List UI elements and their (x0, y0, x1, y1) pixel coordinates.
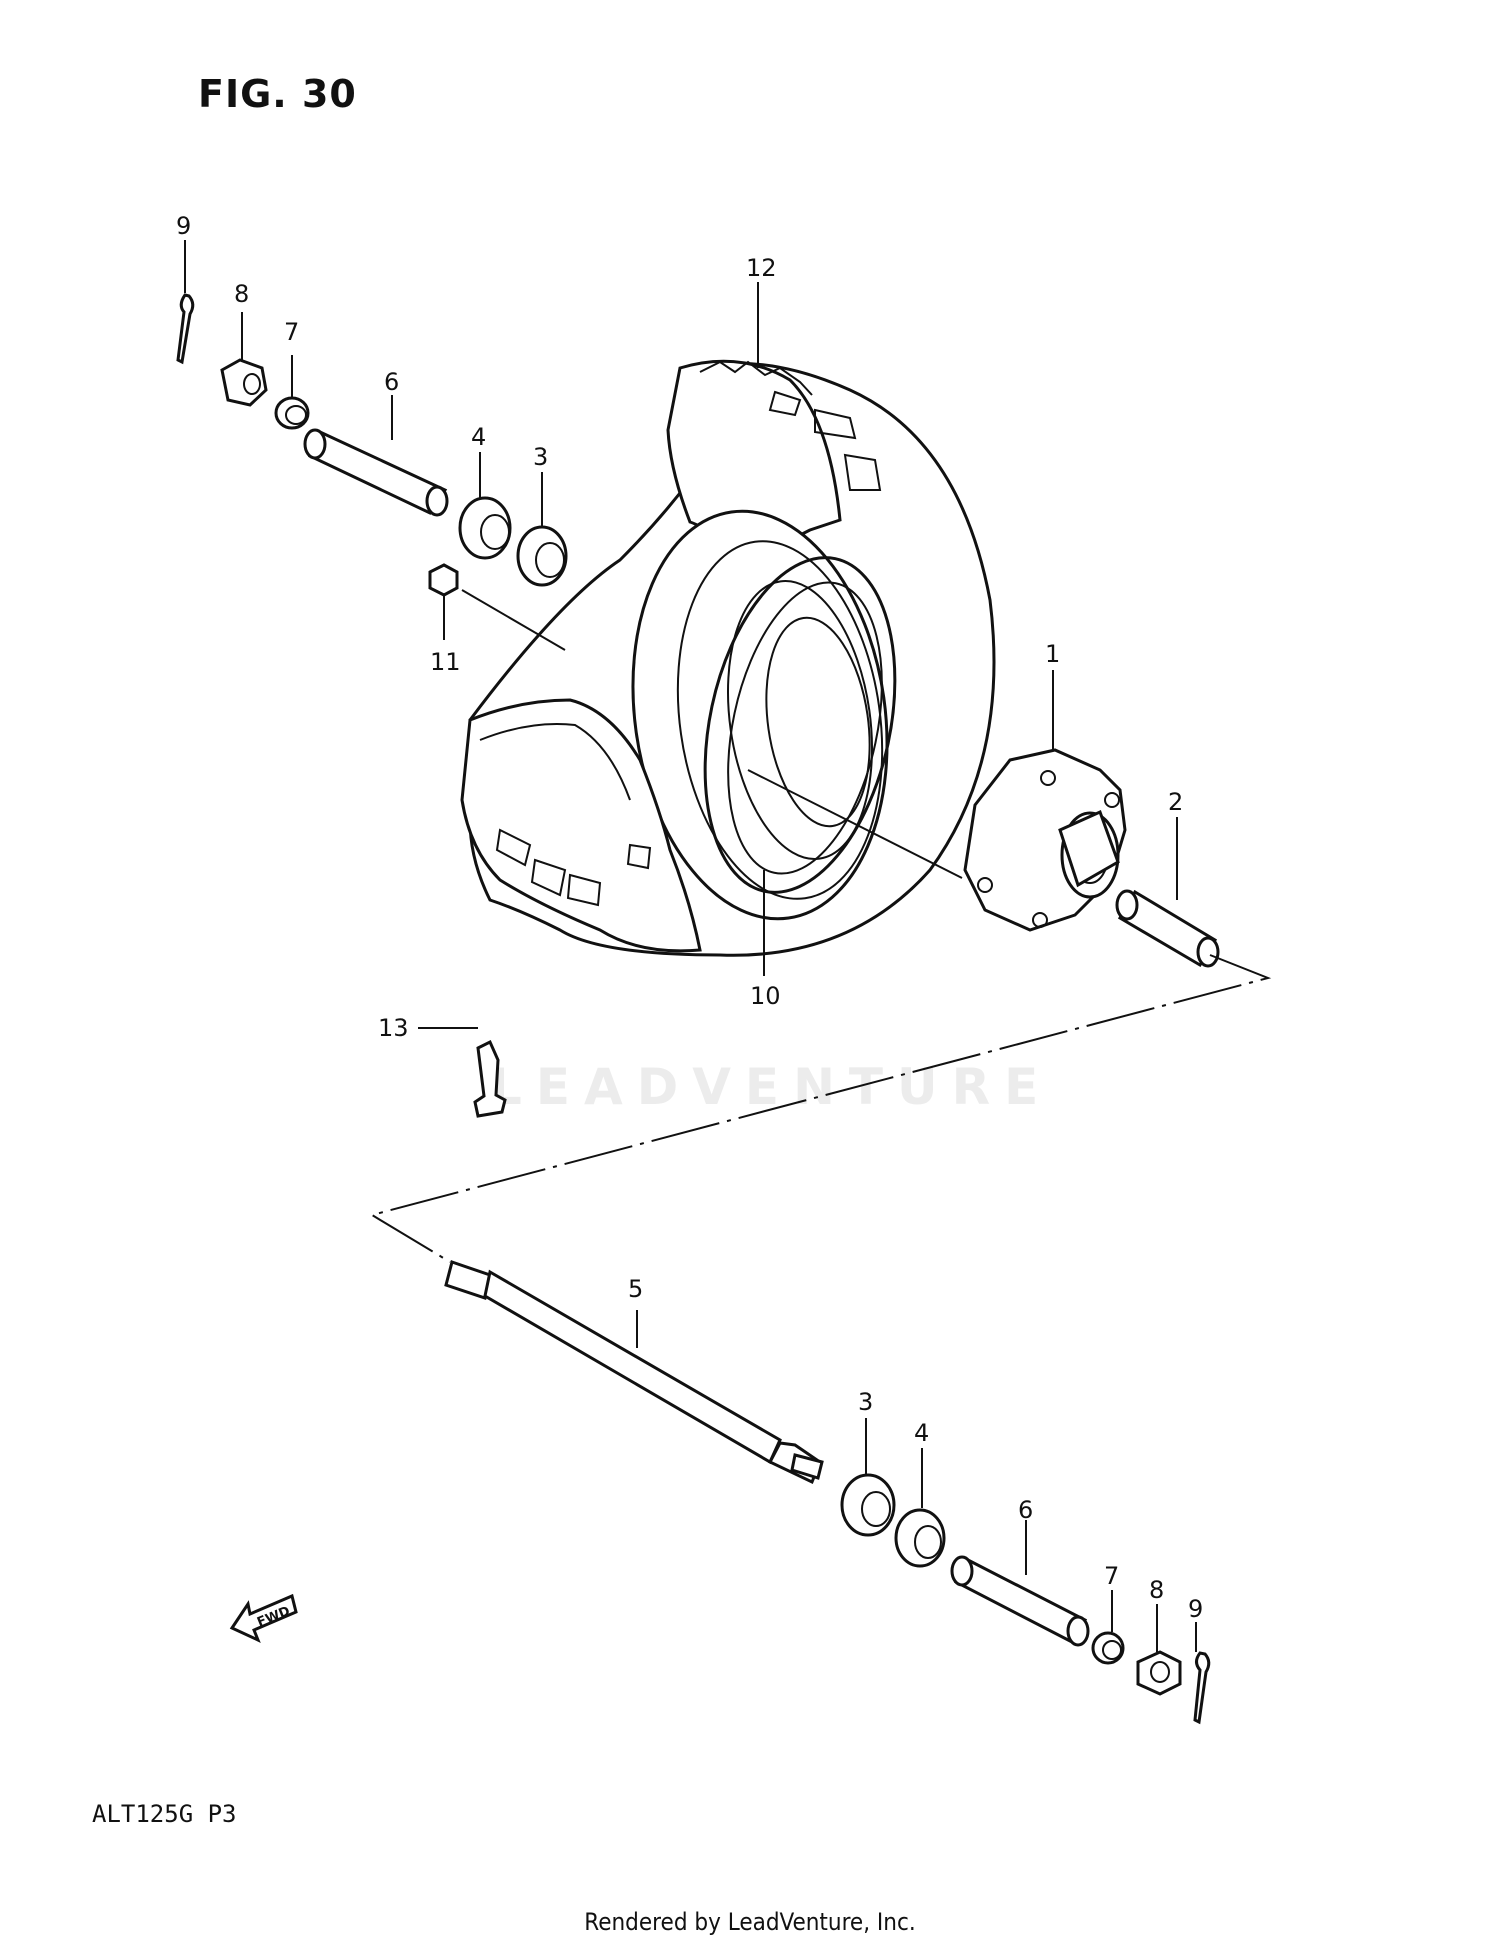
callout-6-lower: 6 (1018, 1496, 1033, 1524)
callout-7-lower: 7 (1104, 1562, 1119, 1590)
callout-8-upper: 8 (234, 280, 249, 308)
bearing-part (516, 525, 568, 587)
callout-9-lower: 9 (1188, 1595, 1203, 1623)
leader-lines (184, 240, 1197, 1652)
hub-spacer-part (1115, 889, 1220, 968)
callout-3-lower: 3 (858, 1388, 873, 1416)
callout-5: 5 (628, 1275, 643, 1303)
castle-nut-part (220, 358, 268, 407)
oil-seal-lower-part (894, 1508, 946, 1568)
cotter-pin-part (176, 293, 195, 365)
figure-title: FIG. 30 (198, 72, 357, 116)
footer-credit: Rendered by LeadVenture, Inc. (584, 1908, 916, 1936)
callout-4-upper: 4 (471, 423, 486, 451)
spacer-sleeve-part (303, 428, 449, 517)
collar-lower-part (1091, 1631, 1125, 1665)
valve-stem-part (473, 1039, 507, 1118)
oil-seal-part (458, 496, 512, 560)
callout-labels: 9 8 7 6 4 3 11 12 1 2 10 13 5 3 4 6 7 8 … (176, 212, 1203, 1623)
callout-9-upper: 9 (176, 212, 191, 240)
wheel-hub-part (963, 748, 1127, 932)
model-code: ALT125G P3 (92, 1800, 237, 1828)
callout-13: 13 (378, 1014, 409, 1042)
callout-11: 11 (430, 648, 461, 676)
callout-10: 10 (750, 982, 781, 1010)
castle-nut-lower-part (1136, 1650, 1182, 1696)
bearing-lower-part (840, 1473, 896, 1537)
callout-6-upper: 6 (384, 368, 399, 396)
callout-2: 2 (1168, 788, 1183, 816)
nut-part (428, 563, 459, 597)
callout-4-lower: 4 (914, 1419, 929, 1447)
callout-12: 12 (746, 254, 777, 282)
callout-8-lower: 8 (1149, 1576, 1164, 1604)
watermark: LEADVENTURE (490, 1058, 1053, 1116)
spacer-sleeve-lower-part (950, 1555, 1090, 1647)
cotter-pin-lower-part (1193, 1651, 1211, 1725)
axle-part (444, 1260, 824, 1485)
callout-3-upper: 3 (533, 443, 548, 471)
collar-part (274, 396, 310, 430)
wheel-tire-assembly (460, 359, 996, 957)
callout-1: 1 (1045, 640, 1060, 668)
callout-7-upper: 7 (284, 318, 299, 346)
fwd-arrow-icon: FWD (229, 1593, 298, 1643)
axle-assembly-line (369, 954, 1272, 1263)
